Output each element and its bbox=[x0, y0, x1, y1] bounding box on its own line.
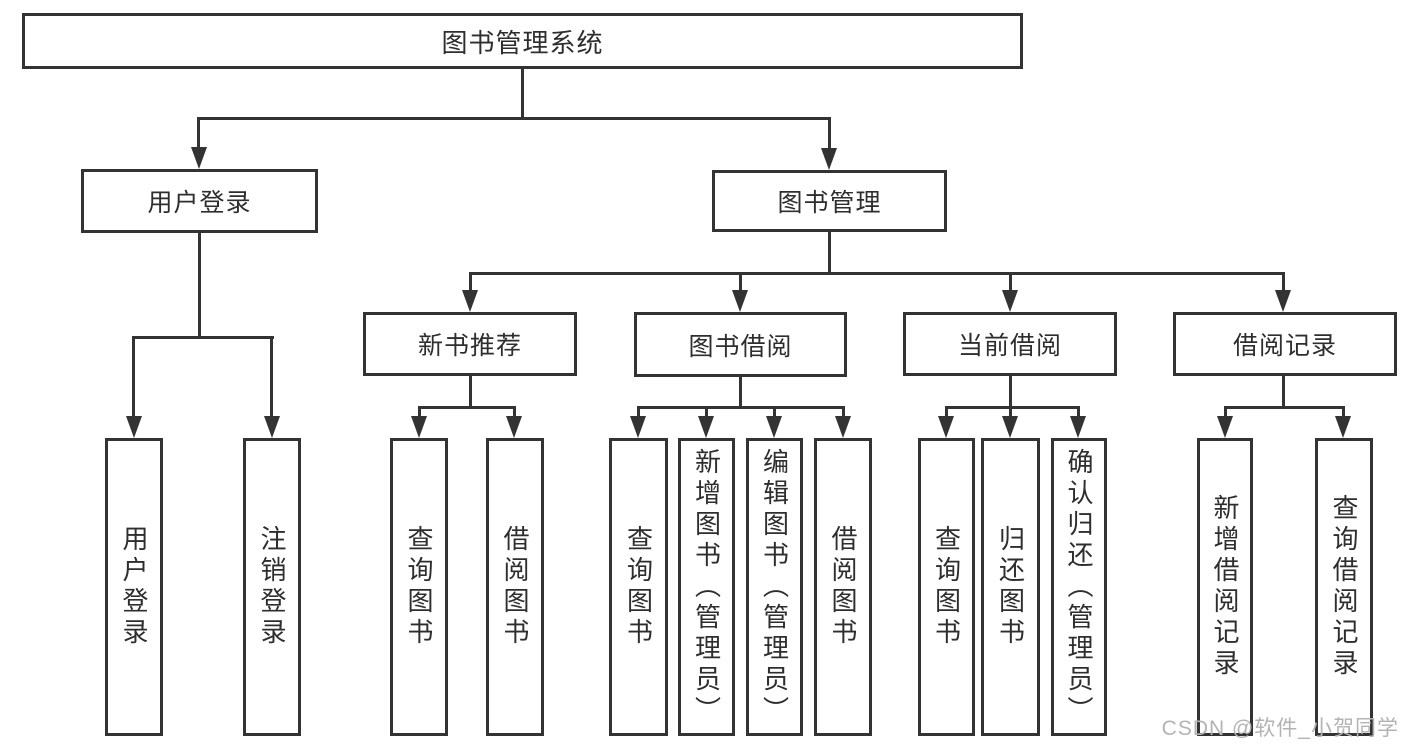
arrowhead bbox=[462, 290, 478, 312]
leaf-current-query-book-label: 查询图书 bbox=[931, 525, 962, 649]
arrowhead bbox=[1335, 416, 1351, 438]
connector-line bbox=[1077, 406, 1080, 420]
node-current-borrow: 当前借阅 bbox=[903, 312, 1117, 376]
connector-line bbox=[198, 233, 201, 338]
leaf-add-book-admin: 新增图书（管理员） bbox=[678, 438, 735, 736]
connector-line bbox=[637, 406, 845, 409]
node-borrow-record: 借阅记录 bbox=[1173, 312, 1397, 376]
connector-line bbox=[1282, 376, 1285, 408]
node-book-borrow-label: 图书借阅 bbox=[688, 332, 793, 361]
arrowhead bbox=[126, 416, 142, 438]
connector-line bbox=[418, 406, 516, 409]
connector-line bbox=[197, 117, 200, 153]
node-new-book-recommend-label: 新书推荐 bbox=[417, 332, 522, 360]
leaf-borrow-query-book-label: 查询图书 bbox=[623, 525, 654, 649]
leaf-borrow-book: 借阅图书 bbox=[814, 438, 872, 736]
connector-line bbox=[945, 406, 1080, 409]
leaf-return-book-label: 归还图书 bbox=[995, 525, 1026, 649]
connector-line bbox=[132, 336, 135, 418]
connector-line bbox=[1224, 406, 1227, 420]
leaf-recommend-borrow-book-label: 借阅图书 bbox=[500, 525, 530, 649]
arrowhead bbox=[630, 416, 646, 438]
leaf-add-borrow-record-label: 新增借阅记录 bbox=[1210, 494, 1240, 680]
connector-line bbox=[513, 406, 516, 420]
leaf-query-borrow-record-label: 查询借阅记录 bbox=[1329, 494, 1359, 680]
leaf-add-borrow-record: 新增借阅记录 bbox=[1197, 438, 1253, 736]
connector-line bbox=[705, 406, 708, 420]
connector-line bbox=[469, 272, 1285, 275]
watermark: CSDN @软件_小贺同学 bbox=[1161, 717, 1399, 740]
connector-line bbox=[1009, 406, 1012, 420]
leaf-query-borrow-record: 查询借阅记录 bbox=[1315, 438, 1373, 736]
leaf-add-book-admin-label: 新增图书（管理员） bbox=[691, 447, 722, 727]
leaf-borrow-book-label: 借阅图书 bbox=[828, 525, 858, 649]
node-current-borrow-label: 当前借阅 bbox=[957, 332, 1062, 360]
arrowhead bbox=[191, 147, 207, 169]
connector-line bbox=[1282, 272, 1285, 294]
leaf-recommend-borrow-book: 借阅图书 bbox=[486, 438, 544, 736]
arrowhead bbox=[938, 416, 954, 438]
leaf-confirm-return-admin: 确认归还（管理员） bbox=[1051, 438, 1107, 736]
connector-line bbox=[739, 272, 742, 294]
leaf-return-book: 归还图书 bbox=[981, 438, 1040, 736]
connector-line bbox=[1009, 376, 1012, 408]
node-new-book-recommend: 新书推荐 bbox=[363, 312, 577, 376]
leaf-recommend-query-book-label: 查询图书 bbox=[404, 525, 434, 649]
node-user-login-label: 用户登录 bbox=[147, 189, 252, 217]
leaf-confirm-return-admin-label: 确认归还（管理员） bbox=[1064, 447, 1094, 727]
arrowhead bbox=[1002, 416, 1018, 438]
arrowhead bbox=[835, 416, 851, 438]
connector-line bbox=[469, 376, 472, 408]
connector-line bbox=[270, 336, 273, 418]
connector-line bbox=[1224, 406, 1345, 409]
connector-line bbox=[739, 377, 742, 408]
node-book-management-label: 图书管理 bbox=[777, 189, 882, 217]
leaf-edit-book-admin-label: 编辑图书（管理员） bbox=[759, 447, 790, 727]
node-borrow-record-label: 借阅记录 bbox=[1232, 332, 1337, 360]
arrowhead bbox=[766, 416, 782, 438]
arrowhead bbox=[264, 416, 280, 438]
arrowhead bbox=[821, 148, 837, 170]
node-book-management: 图书管理 bbox=[712, 170, 947, 232]
connector-line bbox=[945, 406, 948, 420]
leaf-current-query-book: 查询图书 bbox=[918, 438, 975, 736]
arrowhead bbox=[411, 416, 427, 438]
connector-line bbox=[1009, 272, 1012, 294]
leaf-logout-label: 注销登录 bbox=[257, 525, 287, 649]
connector-line bbox=[773, 406, 776, 420]
connector-line bbox=[521, 69, 524, 119]
leaf-logout: 注销登录 bbox=[243, 438, 301, 736]
arrowhead bbox=[698, 416, 714, 438]
arrowhead bbox=[1217, 416, 1233, 438]
connector-line bbox=[469, 272, 472, 294]
leaf-user-login-label: 用户登录 bbox=[119, 525, 149, 649]
connector-line bbox=[828, 117, 831, 153]
node-user-login: 用户登录 bbox=[81, 169, 318, 233]
connector-line bbox=[418, 406, 421, 420]
connector-line bbox=[197, 117, 831, 120]
arrowhead bbox=[1275, 290, 1291, 312]
arrowhead bbox=[732, 290, 748, 312]
leaf-recommend-query-book: 查询图书 bbox=[390, 438, 448, 736]
connector-line bbox=[1342, 406, 1345, 420]
connector-line bbox=[842, 406, 845, 420]
leaf-user-login: 用户登录 bbox=[105, 438, 163, 736]
leaf-edit-book-admin: 编辑图书（管理员） bbox=[746, 438, 803, 736]
connector-line bbox=[828, 232, 831, 274]
arrowhead bbox=[506, 416, 522, 438]
arrowhead bbox=[1070, 416, 1086, 438]
leaf-borrow-query-book: 查询图书 bbox=[609, 438, 668, 736]
node-library-system: 图书管理系统 bbox=[22, 13, 1023, 69]
connector-line bbox=[132, 336, 274, 339]
node-book-borrow: 图书借阅 bbox=[634, 312, 847, 377]
connector-line bbox=[637, 406, 640, 420]
node-library-system-label: 图书管理系统 bbox=[441, 27, 604, 58]
arrowhead bbox=[1002, 290, 1018, 312]
